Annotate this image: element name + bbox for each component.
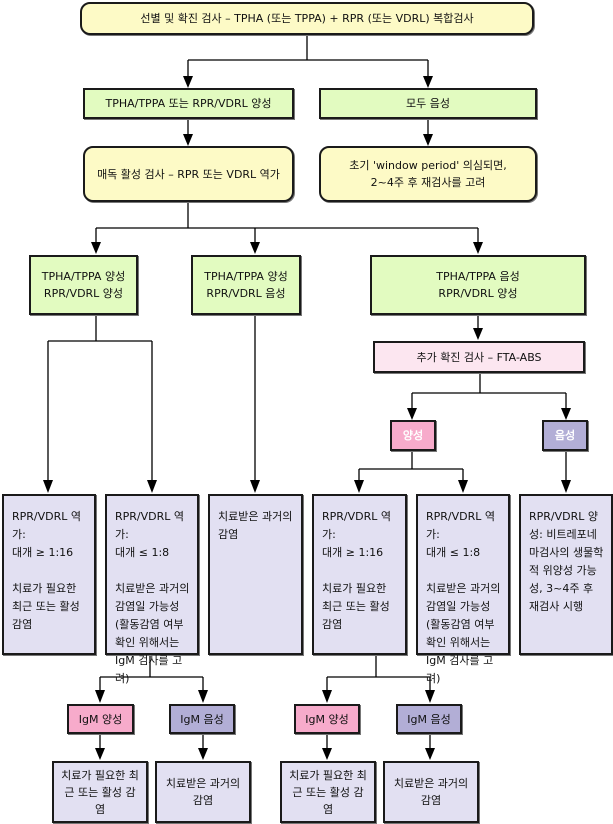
outcome-box-5: RPR/VDRL 역가: 대개 ≤ 1:8 치료받은 과거의 감염일 가능성 (… [416, 494, 510, 685]
outcome-box-6: RPR/VDRL 양성: 비트레포네마검사의 생물학적 위양성 가능성, 3~4… [519, 494, 613, 655]
igm-result-box-1: 치료가 필요한 최근 또는 활성 감염 [52, 761, 148, 823]
igm-negative-box-1: IgM 음성 [169, 704, 235, 734]
outcome-text-6: RPR/VDRL 양성: 비트레포네마검사의 생물학적 위양성 가능성, 3~4… [529, 510, 604, 613]
igm-result-text-4: 치료받은 과거의 감염 [393, 777, 469, 807]
fta-abs-box: 추가 확진 검사 – FTA-ABS [373, 341, 585, 373]
outcome-box-1: RPR/VDRL 역가: 대개 ≥ 1:16 치료가 필요한 최근 또는 활성 … [2, 494, 96, 655]
outcome-box-2: RPR/VDRL 역가: 대개 ≤ 1:8 치료받은 과거의 감염일 가능성 (… [105, 494, 199, 685]
igm-positive-label-2: IgM 양성 [305, 712, 349, 726]
igm-negative-label-2: IgM 음성 [407, 712, 451, 726]
activity-test-label: 매독 활성 검사 – RPR 또는 VDRL 역가 [97, 167, 280, 181]
all-negative-label: 모두 음성 [406, 97, 450, 110]
igm-result-box-4: 치료받은 과거의 감염 [383, 761, 479, 823]
any-positive-label: TPHA/TPPA 또는 RPR/VDRL 양성 [105, 97, 272, 110]
tpha-pos-rpr-neg-label: TPHA/TPPA 양성 RPR/VDRL 음성 [204, 270, 288, 300]
tpha-neg-rpr-pos-label: TPHA/TPPA 음성 RPR/VDRL 양성 [436, 270, 520, 300]
igm-result-box-3: 치료가 필요한 최근 또는 활성 감염 [280, 761, 376, 823]
window-period-box: 초기 'window period' 의심되면, 2~4주 후 재검사를 고려 [319, 146, 537, 202]
igm-result-text-2: 치료받은 과거의 감염 [165, 777, 241, 807]
outcome-text-4: RPR/VDRL 역가: 대개 ≥ 1:16 치료가 필요한 최근 또는 활성 … [322, 510, 392, 631]
tpha-neg-rpr-pos-box: TPHA/TPPA 음성 RPR/VDRL 양성 [370, 255, 586, 315]
fta-positive-box: 양성 [390, 420, 436, 451]
screening-test-box: 선별 및 확진 검사 – TPHA (또는 TPPA) + RPR (또는 VD… [80, 2, 534, 35]
fta-positive-label: 양성 [402, 429, 424, 442]
activity-test-box: 매독 활성 검사 – RPR 또는 VDRL 역가 [83, 146, 294, 202]
outcome-text-3: 치료받은 과거의 감염 [218, 510, 293, 541]
tpha-pos-rpr-pos-box: TPHA/TPPA 양성 RPR/VDRL 양성 [29, 255, 138, 315]
window-period-label: 초기 'window period' 의심되면, 2~4주 후 재검사를 고려 [349, 159, 507, 189]
igm-negative-box-2: IgM 음성 [396, 704, 462, 734]
igm-negative-label-1: IgM 음성 [180, 712, 224, 726]
igm-positive-box-2: IgM 양성 [294, 704, 360, 734]
any-positive-box: TPHA/TPPA 또는 RPR/VDRL 양성 [83, 88, 294, 119]
all-negative-box: 모두 음성 [319, 88, 537, 119]
outcome-text-2: RPR/VDRL 역가: 대개 ≤ 1:8 치료받은 과거의 감염일 가능성 (… [115, 510, 190, 685]
igm-result-text-1: 치료가 필요한 최근 또는 활성 감염 [61, 768, 139, 816]
outcome-text-1: RPR/VDRL 역가: 대개 ≥ 1:16 치료가 필요한 최근 또는 활성 … [12, 510, 82, 631]
fta-negative-label: 음성 [554, 429, 576, 442]
outcome-box-3: 치료받은 과거의 감염 [208, 494, 303, 655]
outcome-box-4: RPR/VDRL 역가: 대개 ≥ 1:16 치료가 필요한 최근 또는 활성 … [312, 494, 407, 655]
fta-abs-label: 추가 확진 검사 – FTA-ABS [416, 350, 542, 364]
screening-test-label: 선별 및 확진 검사 – TPHA (또는 TPPA) + RPR (또는 VD… [140, 12, 474, 25]
tpha-pos-rpr-neg-box: TPHA/TPPA 양성 RPR/VDRL 음성 [191, 255, 301, 315]
tpha-pos-rpr-pos-label: TPHA/TPPA 양성 RPR/VDRL 양성 [41, 270, 126, 300]
fta-negative-box: 음성 [542, 420, 588, 451]
igm-result-text-3: 치료가 필요한 최근 또는 활성 감염 [289, 768, 367, 816]
igm-result-box-2: 치료받은 과거의 감염 [155, 761, 251, 823]
outcome-text-5: RPR/VDRL 역가: 대개 ≤ 1:8 치료받은 과거의 감염일 가능성 (… [426, 510, 501, 685]
igm-positive-label-1: IgM 양성 [78, 712, 123, 726]
igm-positive-box-1: IgM 양성 [67, 704, 134, 734]
